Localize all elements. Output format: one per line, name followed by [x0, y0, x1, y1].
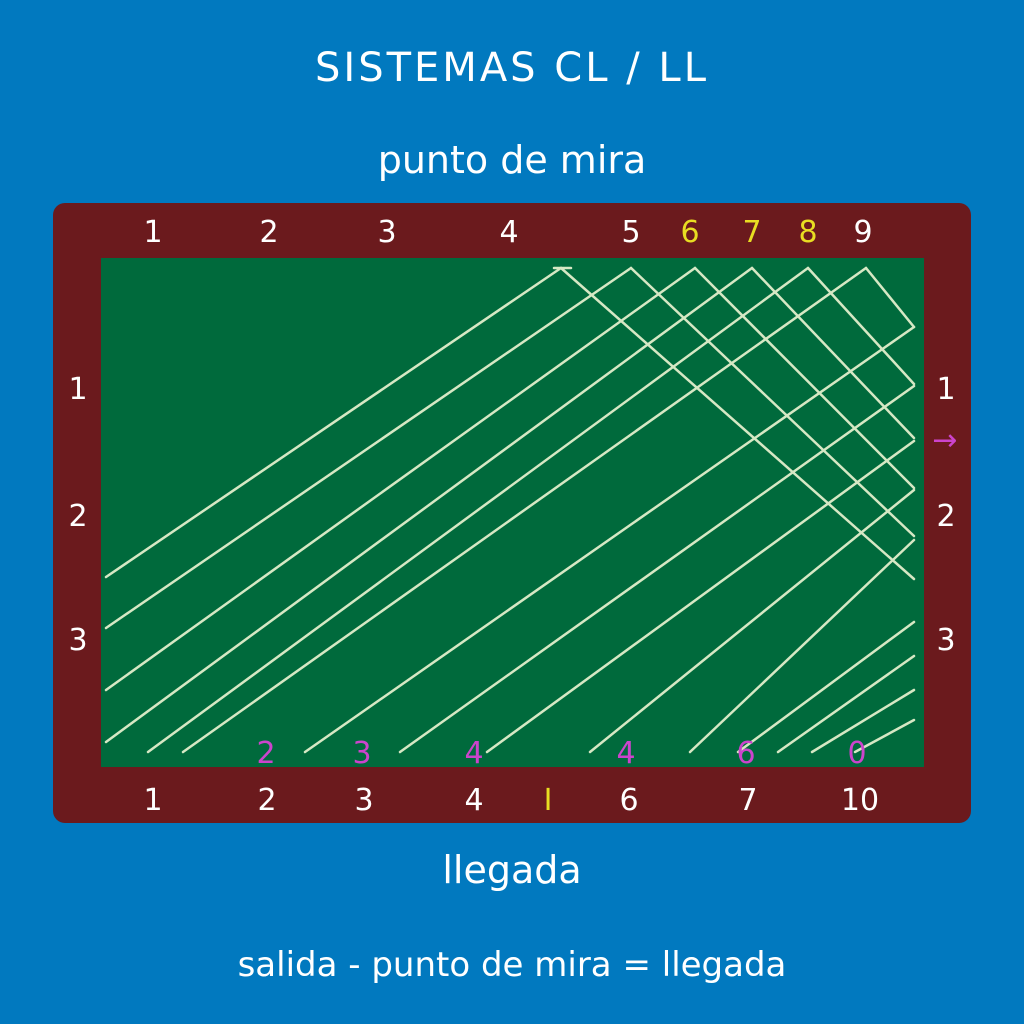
- diamond-line: [559, 266, 916, 581]
- page-title: SISTEMAS CL / LL: [315, 45, 709, 91]
- left-number: 1: [68, 372, 88, 407]
- top-number: 6: [680, 215, 700, 250]
- bottom-number: 7: [738, 783, 758, 818]
- bottom-number: 10: [840, 783, 880, 818]
- top-number: 4: [499, 215, 519, 250]
- inner-bottom-number: 4: [616, 736, 636, 771]
- right-number: 1: [936, 372, 956, 407]
- top-number: 3: [377, 215, 397, 250]
- inner-bottom-number: 6: [736, 736, 756, 771]
- diamond-line: [810, 688, 916, 754]
- left-number: 2: [68, 499, 88, 534]
- right-number: 2: [936, 499, 956, 534]
- subtitle-punto-de-mira: punto de mira: [377, 138, 647, 182]
- diamond-line: [864, 266, 916, 329]
- diamond-line: [104, 266, 563, 579]
- diamond-line: [806, 266, 916, 386]
- diamond-line: [853, 718, 916, 754]
- formula: salida - punto de mira = llegada: [237, 945, 787, 985]
- bottom-number: 6: [619, 783, 639, 818]
- bottom-number: 1: [143, 783, 163, 818]
- diamond-line: [776, 654, 916, 754]
- top-number: 5: [621, 215, 641, 250]
- inner-bottom-number: 3: [352, 736, 372, 771]
- caption-llegada: llegada: [442, 848, 582, 892]
- diamond-line: [104, 266, 633, 630]
- top-number: 8: [798, 215, 818, 250]
- table-cloth: [101, 258, 924, 767]
- bottom-number: 4: [464, 783, 484, 818]
- diamond-line: [588, 488, 916, 754]
- diamond-line: [693, 266, 916, 490]
- left-number: 3: [68, 623, 88, 658]
- inner-bottom-number: 4: [464, 736, 484, 771]
- inner-bottom-number: 2: [256, 736, 276, 771]
- top-number: 1: [143, 215, 163, 250]
- diamond-line: [104, 266, 697, 692]
- diamond-line: [688, 538, 916, 754]
- diamond-line: [736, 620, 916, 754]
- right-number: 3: [936, 623, 956, 658]
- diamond-line: [750, 266, 916, 440]
- bottom-number: 3: [354, 783, 374, 818]
- diamond-line: [303, 325, 916, 754]
- top-number: 2: [259, 215, 279, 250]
- diamond-line: [181, 266, 868, 754]
- diamond-line: [485, 439, 916, 754]
- inner-bottom-number: 0: [847, 736, 867, 771]
- diamond-line: [104, 266, 754, 744]
- top-number: 7: [742, 215, 762, 250]
- diamond-line: [146, 266, 810, 754]
- diamond-line: [629, 266, 916, 538]
- top-number: 9: [853, 215, 873, 250]
- diamond-line: [398, 384, 916, 754]
- right-arrow-icon: →: [932, 423, 958, 458]
- bottom-number: I: [543, 783, 553, 818]
- bottom-number: 2: [257, 783, 277, 818]
